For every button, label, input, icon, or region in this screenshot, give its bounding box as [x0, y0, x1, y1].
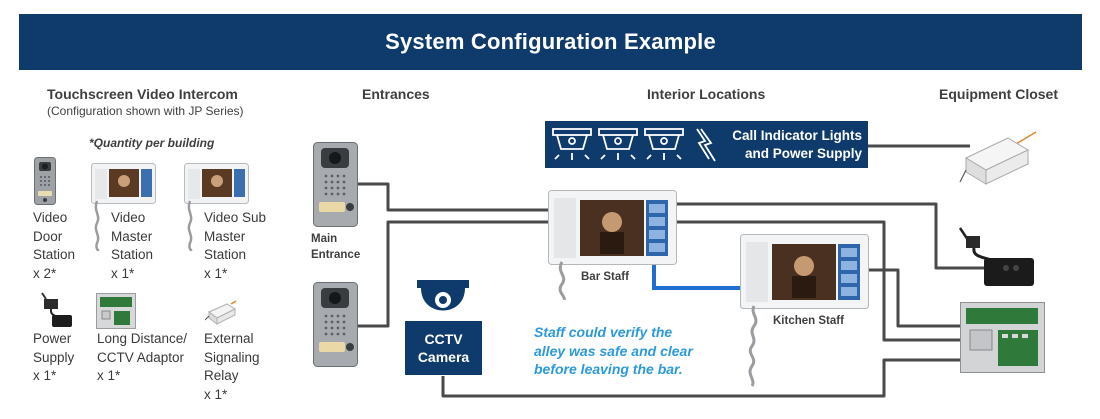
call-light-icon: [598, 128, 638, 160]
video-door-station-thumb: [34, 157, 56, 210]
wire-cctv-adaptor: [441, 358, 968, 398]
label-kitchen-staff: Kitchen Staff: [773, 315, 844, 327]
video-master-station-thumb: [91, 163, 157, 256]
wire-bar-adaptor: [676, 220, 968, 342]
label-bar-staff: Bar Staff: [581, 271, 629, 283]
cctv-adaptor-device: [960, 302, 1046, 379]
signaling-relay-device: [958, 124, 1038, 195]
header-intercom-sub: (Configuration shown with JP Series): [47, 104, 244, 118]
quantity-note: *Quantity per building: [89, 136, 215, 150]
header-entrances: Entrances: [362, 86, 430, 102]
header-interior: Interior Locations: [647, 86, 766, 102]
call-light-icons: [552, 128, 716, 162]
page-title: System Configuration Example: [385, 29, 716, 54]
call-light-icon: [644, 128, 684, 160]
title-banner: System Configuration Example: [19, 14, 1082, 70]
power-supply-thumb: [38, 291, 74, 334]
header-equipment: Equipment Closet: [939, 86, 1059, 102]
header-intercom: Touchscreen Video Intercom: [47, 86, 238, 102]
cctv-adaptor-thumb: [96, 293, 136, 334]
video-sub-master-station-thumb: [184, 163, 250, 256]
wire-door1-bar: [358, 182, 548, 212]
wire-bar-kitchen: [652, 265, 742, 290]
bar-master-monitor: [548, 190, 678, 305]
wire-kitchen-adaptor: [868, 268, 968, 328]
door-station-secondary: [313, 282, 359, 373]
kitchen-sub-master-monitor: [740, 234, 870, 399]
wire-bar-power: [676, 202, 985, 270]
call-light-icon: [552, 128, 592, 160]
power-supply-device: [958, 220, 1038, 295]
power-bolt-icon: [696, 128, 716, 162]
cctv-dome-icon: [415, 278, 471, 327]
wire-door2: [358, 220, 548, 328]
door-station-main: [313, 142, 359, 233]
external-relay-thumb: [204, 300, 237, 331]
